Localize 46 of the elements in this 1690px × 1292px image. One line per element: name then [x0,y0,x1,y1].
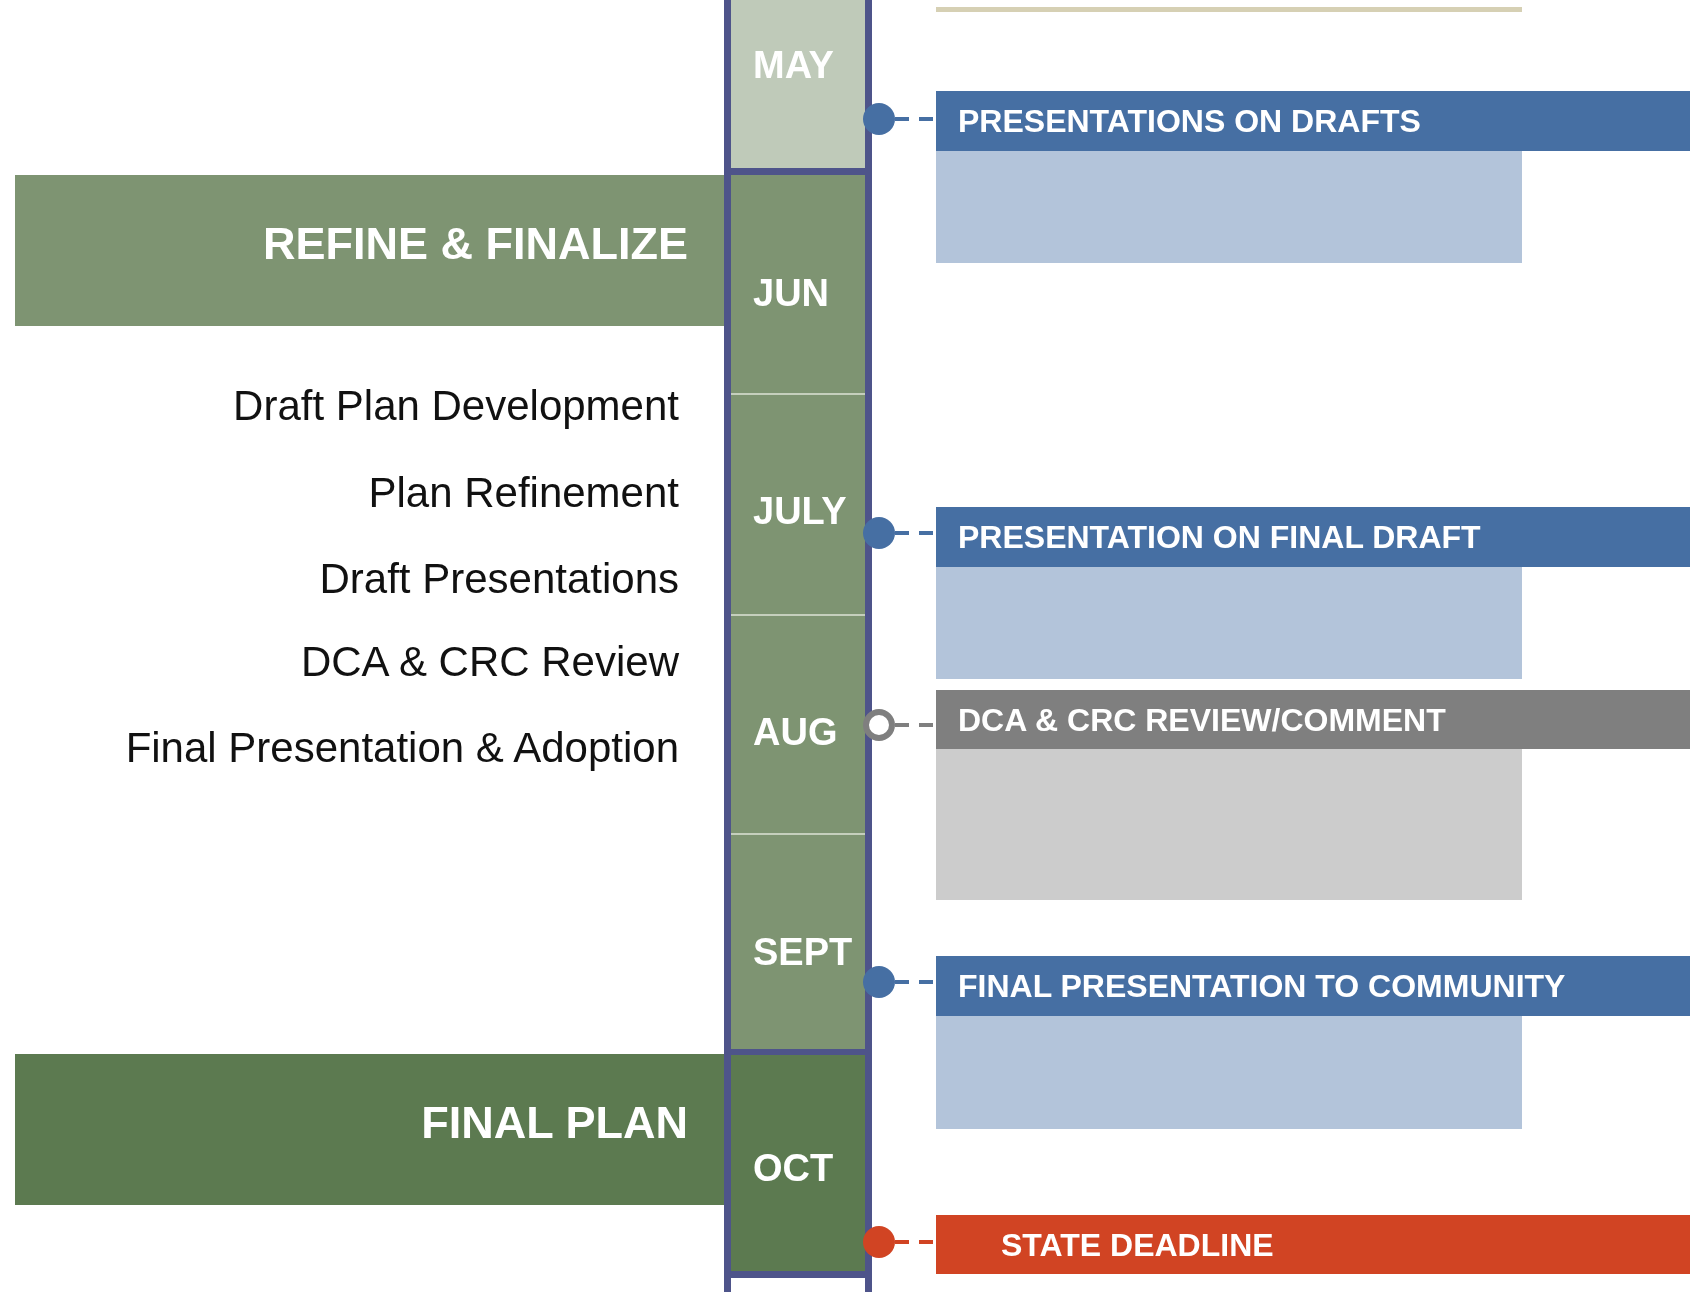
event-detail-panel [936,151,1522,263]
month-label: MAY [753,44,834,87]
activity-label: Final Presentation & Adoption [125,724,679,772]
event-title: PRESENTATION ON FINAL DRAFT [958,519,1481,556]
month-label: OCT [753,1147,834,1190]
month-label: AUG [753,711,838,754]
month-label: JUN [753,272,830,315]
dashed-connector [895,117,936,121]
milestone-dot [860,514,898,552]
event-header-bar [936,956,1690,1016]
event-header-bar [936,690,1690,749]
milestone-dot [860,1223,898,1261]
dashed-connector [895,1240,936,1244]
hollow-milestone-dot [860,706,898,744]
event-header-bar [936,91,1690,151]
milestone-dot [860,963,898,1001]
event-title: STATE DEADLINE [1001,1227,1274,1264]
event-header-bar [936,1215,1690,1274]
dashed-connector [895,531,936,535]
activity-label: Draft Plan Development [233,382,679,430]
phase-band [15,175,724,326]
month-label: SEPT [753,931,853,974]
event-title: PRESENTATIONS ON DRAFTS [958,103,1421,140]
event-title: DCA & CRC REVIEW/COMMENT [958,702,1446,739]
phase-title: FINAL PLAN [421,1097,688,1149]
milestone-dot [860,100,898,138]
month-cell [731,1055,865,1271]
activity-label: Plan Refinement [368,469,679,517]
month-cell [731,1278,865,1292]
event-header-bar [936,507,1690,567]
activity-label: DCA & CRC Review [300,638,679,686]
event-title: FINAL PRESENTATION TO COMMUNITY [958,968,1566,1005]
month-cell [731,614,865,833]
phase-title: REFINE & FINALIZE [263,218,688,270]
month-label: JULY [753,490,847,533]
month-cell [731,0,865,168]
activity-label: Draft Presentations [319,555,679,603]
month-cell [731,175,865,393]
event-detail-panel [936,749,1522,900]
phase-band [15,1054,724,1205]
event-detail-panel [936,1016,1522,1129]
month-cell [731,393,865,614]
event-detail-panel [936,567,1522,679]
dashed-connector [895,980,936,984]
month-cell [731,833,865,1049]
dashed-connector [895,723,936,727]
